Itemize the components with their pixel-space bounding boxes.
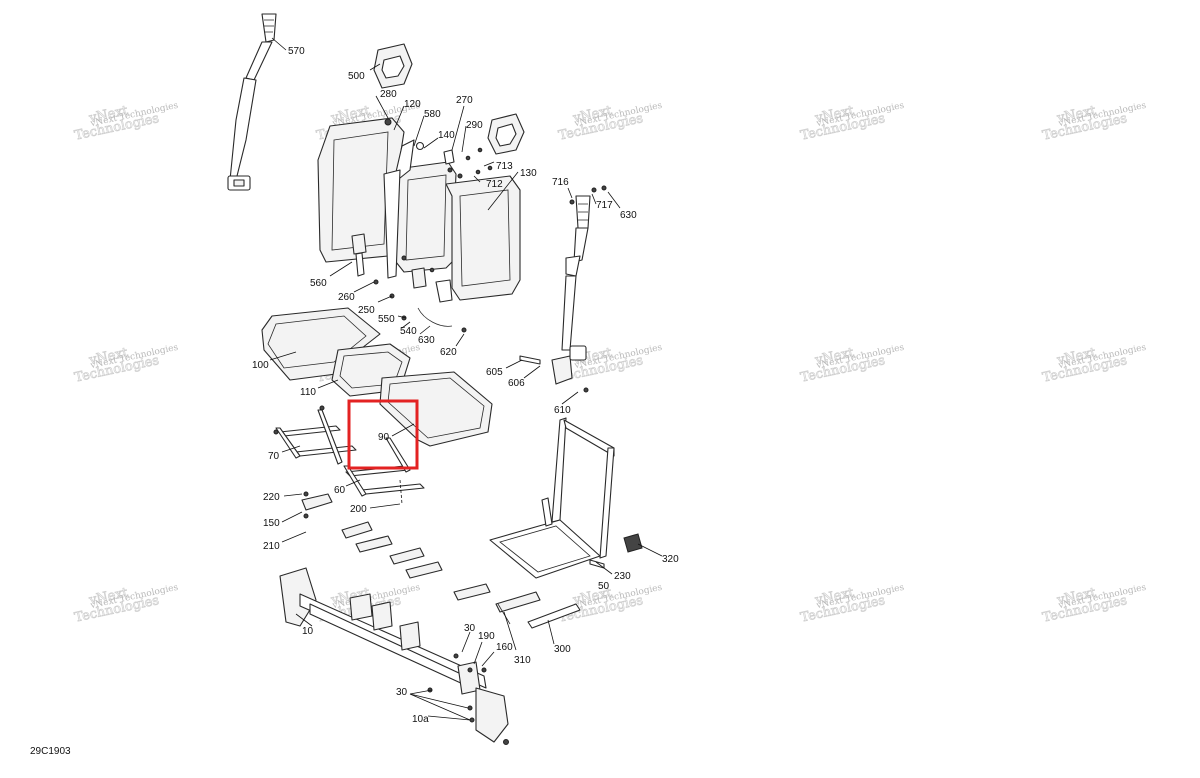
watermark: vNext Technologies vNext Technologies <box>799 583 906 626</box>
hardware-top[interactable] <box>384 118 493 179</box>
center-belt[interactable] <box>383 139 415 279</box>
label-130[interactable]: 130 <box>520 168 537 179</box>
label-110[interactable]: 110 <box>300 387 316 398</box>
left-seat-belt[interactable] <box>227 13 277 191</box>
backrest-right[interactable] <box>445 175 521 301</box>
label-570[interactable]: 570 <box>288 46 305 57</box>
label-190[interactable]: 190 <box>478 631 495 642</box>
label-230[interactable]: 230 <box>614 571 631 582</box>
watermark: vNext Technologies vNext Technologies <box>557 583 664 626</box>
label-290[interactable]: 290 <box>466 120 483 131</box>
label-630-top[interactable]: 630 <box>620 210 637 221</box>
cushion-90[interactable] <box>379 371 493 447</box>
watermark: vNext Technologies vNext Technologies <box>1041 583 1148 626</box>
label-50[interactable]: 50 <box>598 581 610 592</box>
label-120[interactable]: 120 <box>404 99 421 110</box>
part-labels: 570 500 280 120 580 270 140 290 713 712 … <box>252 46 679 725</box>
label-140[interactable]: 140 <box>438 130 455 141</box>
label-500[interactable]: 500 <box>348 71 365 82</box>
label-580[interactable]: 580 <box>424 109 441 120</box>
label-90[interactable]: 90 <box>378 432 390 443</box>
buckle-550[interactable] <box>411 267 453 327</box>
label-606[interactable]: 606 <box>508 378 525 389</box>
watermark: vNext Technologies vNext Technologies <box>73 583 180 626</box>
bracket-320[interactable] <box>623 533 643 553</box>
label-320[interactable]: 320 <box>662 554 679 565</box>
watermark: vNext Technologies vNext Technologies <box>1041 101 1148 144</box>
label-220[interactable]: 220 <box>263 492 280 503</box>
label-540[interactable]: 540 <box>400 326 417 337</box>
label-100[interactable]: 100 <box>252 360 269 371</box>
watermark: vNext Technologies vNext Technologies <box>557 101 664 144</box>
label-550[interactable]: 550 <box>378 314 395 325</box>
label-60[interactable]: 60 <box>334 485 346 496</box>
buckle-560[interactable] <box>351 233 367 277</box>
label-310[interactable]: 310 <box>514 655 531 666</box>
label-30-top[interactable]: 30 <box>464 623 476 634</box>
diagram-code: 29C1903 <box>30 746 71 757</box>
base-frame-10[interactable] <box>279 567 509 745</box>
headrest-500[interactable] <box>373 43 413 89</box>
label-300[interactable]: 300 <box>554 644 571 655</box>
label-630-mid[interactable]: 630 <box>418 335 435 346</box>
watermark: vNext Technologies vNext Technologies <box>73 101 180 144</box>
bracket-150[interactable] <box>301 491 333 519</box>
right-seat-belt[interactable] <box>551 185 607 393</box>
slider-brackets[interactable] <box>341 521 541 613</box>
watermark: vNext Technologies vNext Technologies <box>73 343 180 386</box>
frame-70[interactable] <box>273 405 357 465</box>
label-713[interactable]: 713 <box>496 161 513 172</box>
label-30-bottom[interactable]: 30 <box>396 687 408 698</box>
label-560[interactable]: 560 <box>310 278 327 289</box>
leader-lines <box>269 37 663 721</box>
label-200[interactable]: 200 <box>350 504 367 515</box>
watermark: vNext Technologies vNext Technologies <box>799 101 906 144</box>
backrest-center[interactable] <box>395 161 457 273</box>
label-10[interactable]: 10 <box>302 626 314 637</box>
bolt-605[interactable] <box>519 355 541 365</box>
rod-310[interactable] <box>497 603 511 625</box>
label-620[interactable]: 620 <box>440 347 457 358</box>
highlight-box <box>347 399 419 470</box>
label-605[interactable]: 605 <box>486 367 503 378</box>
label-280[interactable]: 280 <box>380 89 397 100</box>
label-610[interactable]: 610 <box>554 405 571 416</box>
label-70[interactable]: 70 <box>268 451 280 462</box>
watermark: vNext Technologies vNext Technologies <box>1041 343 1148 386</box>
tube-300[interactable] <box>527 603 581 629</box>
label-210[interactable]: 210 <box>263 541 280 552</box>
label-160[interactable]: 160 <box>496 642 513 653</box>
label-10a[interactable]: 10a <box>412 714 429 725</box>
label-150[interactable]: 150 <box>263 518 280 529</box>
rear-frame[interactable] <box>489 417 615 579</box>
label-250[interactable]: 250 <box>358 305 375 316</box>
label-260[interactable]: 260 <box>338 292 355 303</box>
label-712[interactable]: 712 <box>486 179 503 190</box>
label-270[interactable]: 270 <box>456 95 473 106</box>
label-717[interactable]: 717 <box>596 200 613 211</box>
watermark: vNext Technologies vNext Technologies <box>799 343 906 386</box>
headrest-713[interactable] <box>487 113 525 155</box>
label-716[interactable]: 716 <box>552 177 569 188</box>
